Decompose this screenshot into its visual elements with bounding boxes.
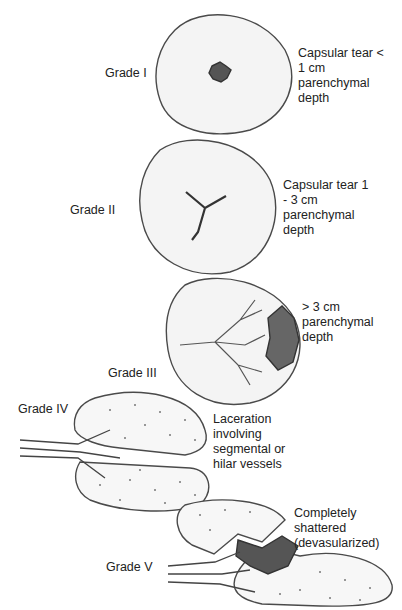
grade-label: Grade V	[106, 560, 153, 575]
injury-description: > 3 cm parenchymal depth	[302, 300, 388, 345]
injury-description: Laceration involving segmental or hilar …	[213, 412, 305, 472]
kidney-grade-5	[168, 500, 392, 606]
injury-description: Capsular tear 1 - 3 cm parenchymal depth	[283, 178, 369, 238]
grade-label: Grade III	[108, 366, 157, 381]
kidney-grade-1	[156, 15, 292, 134]
grade-label: Grade II	[70, 203, 115, 218]
injury-description: Capsular tear < 1 cm parenchymal depth	[298, 46, 384, 106]
grade-label: Grade IV	[18, 402, 68, 417]
injury-description: Completely shattered (devasularized)	[294, 506, 396, 551]
grade-label: Grade I	[105, 66, 147, 81]
kidney-grade-3	[166, 278, 300, 404]
kidney-grade-2	[140, 140, 276, 274]
